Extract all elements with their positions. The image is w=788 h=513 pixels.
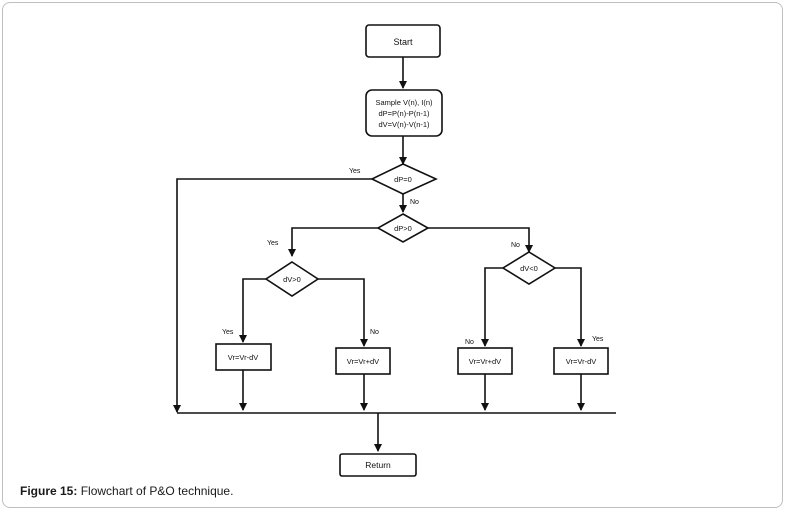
edge-dpgt0-yes <box>288 227 378 257</box>
label-dvgt0-yes: Yes <box>222 329 234 336</box>
vr-minus-right-label: Vr=Vr-dV <box>566 357 597 366</box>
vr-plus-right-label: Vr=Vr+dV <box>469 357 501 366</box>
caption-label: Figure 15: <box>20 484 78 498</box>
label-dvlt0-no: No <box>465 339 474 346</box>
label-dpgt0-no: No <box>511 242 520 249</box>
vr-minus-left-box: Vr=Vr-dV <box>215 343 272 371</box>
label-dpeq0-yes: Yes <box>349 168 361 175</box>
return-label: Return <box>365 460 391 470</box>
edge-dvlt0-yes <box>555 267 585 347</box>
dp-eq0-decision: dP=0 <box>370 163 438 195</box>
sample-label-line3: dV=V(n)-V(n-1) <box>378 120 430 129</box>
edge-dpeq0-yes <box>173 178 372 413</box>
figure-caption: Figure 15: Flowchart of P&O technique. <box>20 484 233 498</box>
edge-dpgt0-no <box>428 227 533 253</box>
dv-gt0-label: dV>0 <box>283 275 301 284</box>
vr-minus-right-box: Vr=Vr-dV <box>553 347 609 375</box>
figure-frame <box>2 2 783 508</box>
edge-dvgt0-yes <box>239 278 266 343</box>
edge-dvlt0-no <box>481 267 503 347</box>
vr-plus-right-box: Vr=Vr+dV <box>457 347 513 375</box>
dp-gt0-label: dP>0 <box>394 224 412 233</box>
vr-plus-left-box: Vr=Vr+dV <box>335 347 391 375</box>
dp-eq0-label: dP=0 <box>394 175 412 184</box>
label-dpeq0-no: No <box>410 199 419 206</box>
vr-minus-left-label: Vr=Vr-dV <box>228 353 259 362</box>
label-dvgt0-no: No <box>370 329 379 336</box>
dp-gt0-decision: dP>0 <box>376 213 430 243</box>
dv-lt0-label: dV<0 <box>520 264 538 273</box>
return-node: Return <box>339 453 417 477</box>
dv-gt0-decision: dV>0 <box>264 261 320 297</box>
sample-label-line1: Sample V(n), I(n) <box>375 98 433 107</box>
label-dvlt0-yes: Yes <box>592 336 604 343</box>
start-node: Start <box>365 24 441 58</box>
start-label: Start <box>393 37 413 47</box>
label-dpgt0-yes: Yes <box>267 240 279 247</box>
edge-dvgt0-no <box>318 278 368 347</box>
dv-lt0-decision: dV<0 <box>501 251 557 285</box>
caption-text: Flowchart of P&O technique. <box>77 484 234 498</box>
sample-label-line2: dP=P(n)-P(n-1) <box>378 109 430 118</box>
vr-plus-left-label: Vr=Vr+dV <box>347 357 379 366</box>
sample-node: Sample V(n), I(n) dP=P(n)-P(n-1) dV=V(n)… <box>365 89 443 137</box>
